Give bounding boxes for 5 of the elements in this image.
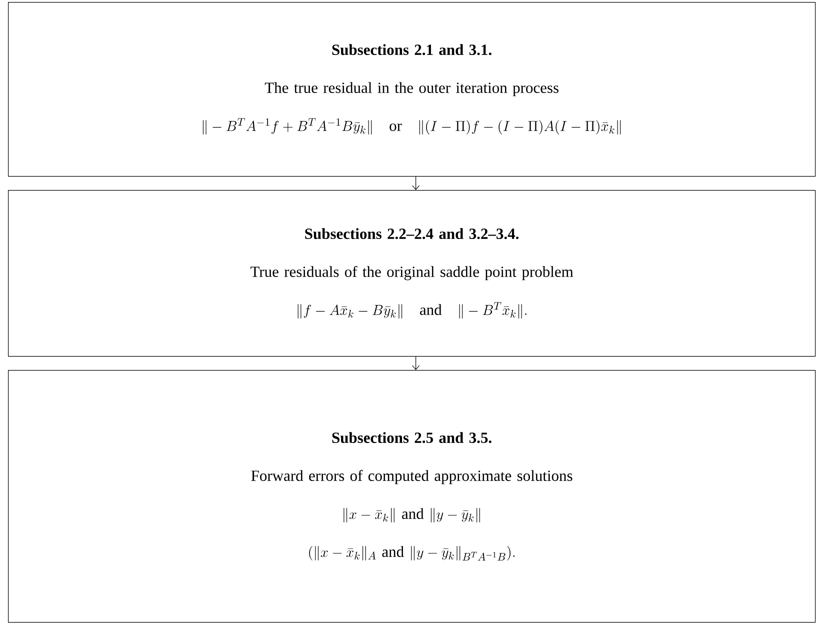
arrow (412, 356, 420, 370)
section-box: Subsections 2.2–2.4 and 3.2–3.4. True residuals of the original saddle point problem $\|f-A\bar{x}_k-B\bar{y}_k\| \quad\text{and}\quad \|-B^T\bar{x}_k\|.$ (8, 190, 816, 357)
section-box: Subsections 2.5 and 3.5. Forward errors of computed approximate solutions $\|x-\bar{x}_k\| \text{ and } \|y-\bar{y}_k\|$ $(\|x-\bar{x}_k\|_A \text{ and } \|y-\bar{y}_k\|_{B^TA^{-1}B}).$ (8, 370, 816, 623)
section-box: Subsections 2.1 and 3.1. The true residual in the outer iteration process $\|-B^TA^{-1}f+B^TA^{-1}B\bar{y}_k\| \quad\text{or}\quad \|(I-\Pi)f-(I-\Pi)A(I-\Pi)\bar{x}_k\|$ (8, 2, 816, 177)
arrow (412, 176, 420, 190)
